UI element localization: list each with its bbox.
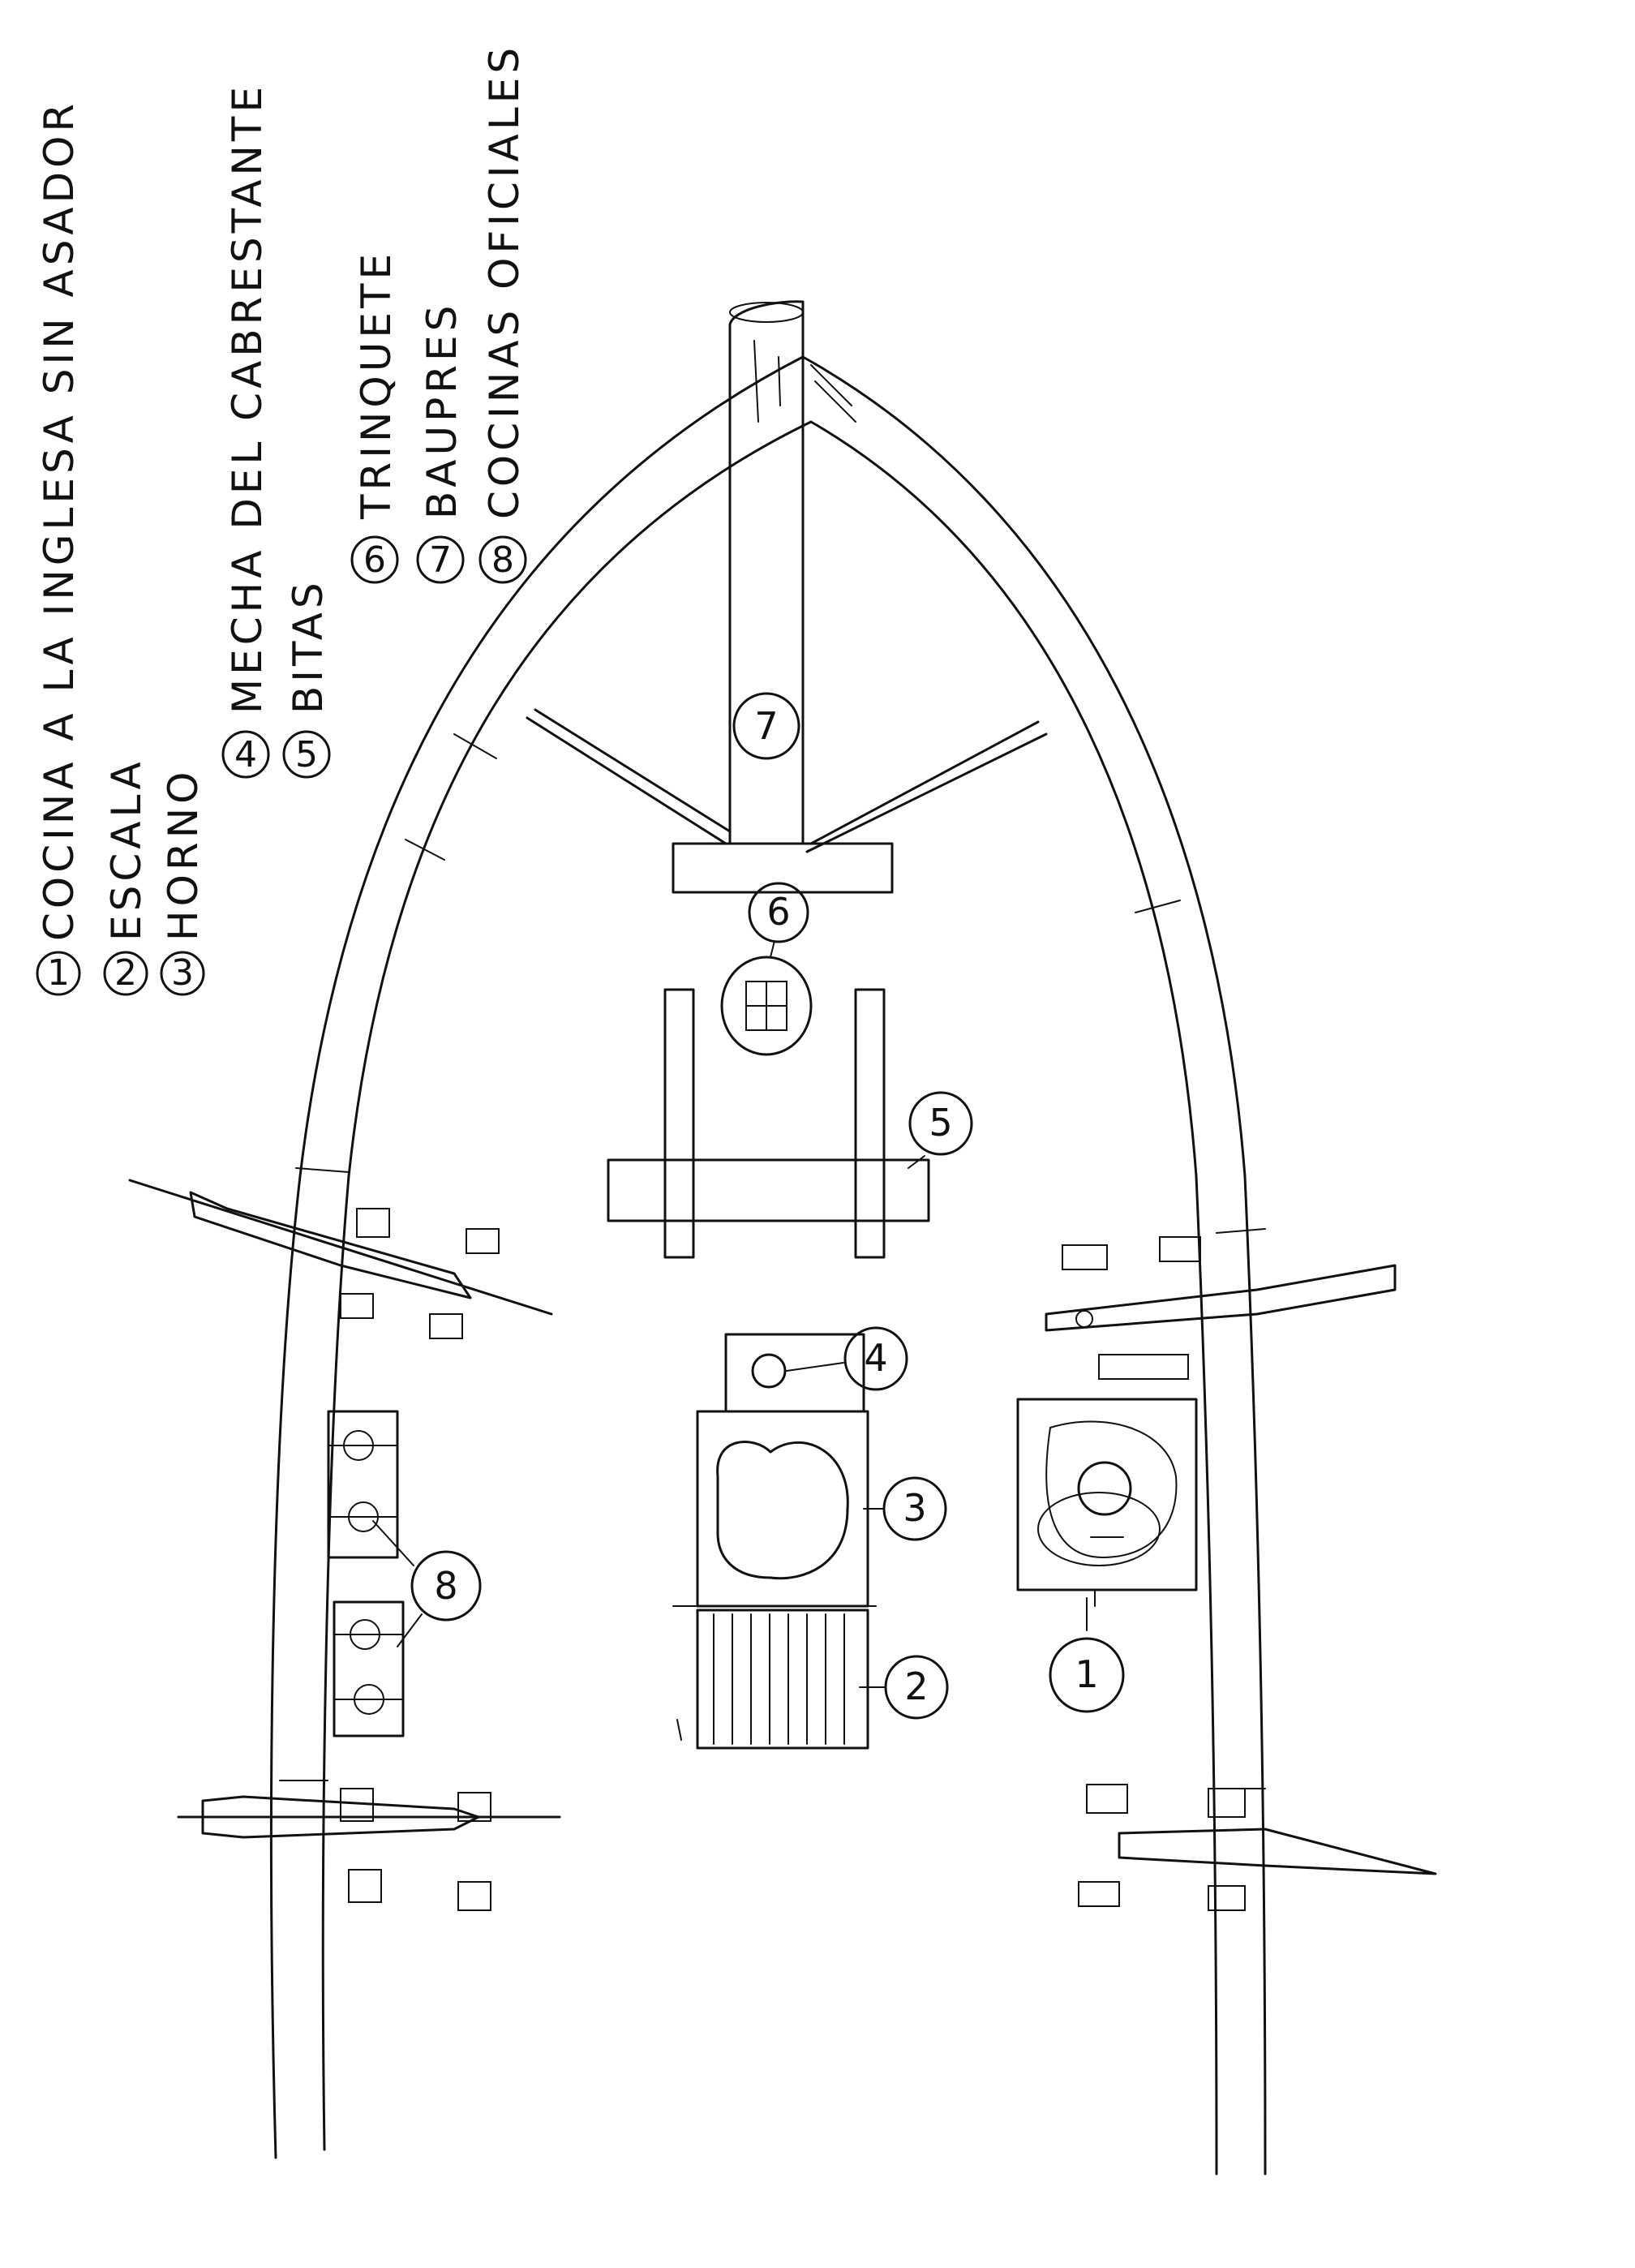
bitts (607, 988, 930, 1259)
callout-4: 4 (786, 1326, 908, 1391)
legend-label-1: COCINA A LA INGLESA SIN ASADOR (36, 100, 83, 941)
callout-1-number: 1 (1075, 1652, 1098, 1696)
legend-item-6: 6 TRINQUETE (350, 250, 400, 584)
legend-label-6: TRINQUETE (353, 250, 400, 520)
callout-8: 8 (372, 1520, 482, 1647)
callout-1: 1 (1049, 1597, 1125, 1713)
legend-item-4: 4 MECHA DEL CABRESTANTE (221, 83, 271, 779)
callout-5-number: 5 (929, 1101, 952, 1145)
legend-number-1: 1 (47, 952, 70, 994)
callout-7: 7 (732, 692, 800, 760)
ladder (676, 1609, 869, 1750)
oven (672, 1410, 877, 1608)
callout-3-number: 3 (903, 1486, 926, 1530)
legend-number-2: 2 (114, 952, 137, 994)
legend-label-3: HORNO (160, 768, 207, 941)
bowsprit (526, 300, 1048, 894)
callout-7-number: 7 (754, 704, 778, 748)
hull-timbers (128, 1179, 1437, 1911)
hull (269, 355, 1267, 2176)
capstan-spindle (724, 1333, 865, 1413)
foremast (720, 956, 813, 1056)
legend-label-8: COCINAS OFICIALES (481, 44, 528, 519)
callout-5: 5 (908, 1091, 973, 1169)
legend-item-3: 3 HORNO (160, 768, 207, 996)
legend-item-8: 8 COCINAS OFICIALES (478, 44, 528, 584)
callout-6: 6 (748, 882, 809, 958)
legend-label-5: BITAS (285, 578, 332, 714)
legend-number-8: 8 (491, 539, 514, 581)
legend-item-7: 7 BAUPRES (416, 302, 466, 584)
english-stove (1016, 1398, 1198, 1607)
officers-stoves (327, 1410, 405, 1738)
callout-2-number: 2 (904, 1664, 928, 1708)
legend-label-7: BAUPRES (418, 302, 466, 519)
legend-label-4: MECHA DEL CABRESTANTE (224, 83, 271, 714)
callout-2: 2 (859, 1655, 949, 1720)
legend: 1 COCINA A LA INGLESA SIN ASADOR 2 ESCAL… (36, 44, 528, 996)
hull-outer-line (269, 355, 1267, 2176)
callouts: 1 2 3 4 5 6 7 (372, 692, 1125, 1720)
legend-item-1: 1 COCINA A LA INGLESA SIN ASADOR (36, 100, 83, 996)
hull-inner-line (321, 420, 1218, 2176)
legend-item-2: 2 ESCALA (103, 758, 150, 996)
legend-number-6: 6 (363, 539, 386, 581)
legend-label-2: ESCALA (103, 758, 150, 941)
callout-4-number: 4 (864, 1336, 887, 1380)
legend-number-4: 4 (234, 734, 257, 775)
legend-number-7: 7 (429, 539, 452, 581)
callout-8-number: 8 (434, 1564, 457, 1608)
legend-item-5: 5 BITAS (282, 578, 332, 779)
legend-number-5: 5 (295, 734, 318, 775)
legend-number-3: 3 (171, 952, 194, 994)
callout-6-number: 6 (766, 890, 790, 934)
callout-3: 3 (863, 1476, 947, 1541)
